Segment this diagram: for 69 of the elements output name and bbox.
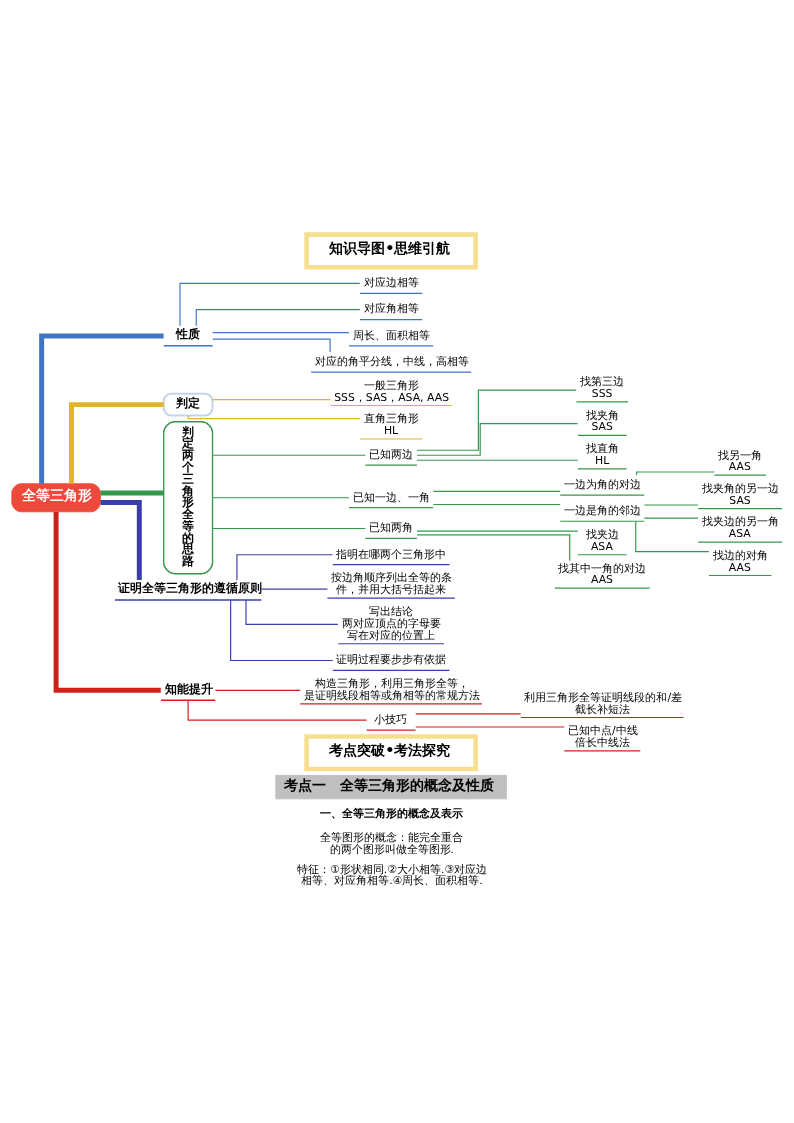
node-text: 写出结论 两对应顶点的字母要写在对应的位置上: [341, 605, 441, 642]
node-text: 按边角顺序列出全等的条件，并用大括号括起来: [330, 571, 452, 597]
node-text: 周长、面积相等: [352, 328, 430, 342]
node-text: 一边是角的邻边: [563, 504, 641, 518]
connector: [212, 399, 331, 401]
node-text: 性质: [176, 327, 201, 342]
node-text: 利用三角形全等证明线段的和/差 截长补短法: [524, 690, 683, 716]
node-text: 证明过程要步步有依据: [336, 653, 447, 667]
node-box: 判定两个三角形全等的思路: [163, 421, 214, 575]
connector: [230, 599, 334, 662]
connector: [212, 338, 331, 353]
node-text: 小技巧: [374, 713, 408, 726]
node-text: 指明在哪两个三角形中: [336, 547, 447, 561]
connector: [195, 309, 361, 327]
label: 全等图形的概念：能完全重合的两个图形叫做全等图形.: [320, 831, 464, 856]
connector: [212, 332, 350, 334]
node-box: 知识导图•思维引航: [304, 232, 478, 270]
node-text: 知能提升: [164, 681, 213, 696]
node-text: 找夹角 SAS: [585, 408, 619, 434]
node-text: 一边为角的对边: [563, 477, 641, 491]
node-box: 考点一 全等三角形的概念及性质: [275, 774, 507, 800]
connector: [245, 599, 339, 625]
node-box: 考点突破•考法探究: [304, 734, 478, 772]
connector: [416, 389, 577, 451]
connector: [212, 497, 350, 499]
connector: [214, 689, 301, 691]
connector: [643, 517, 699, 519]
connector: [432, 503, 561, 506]
node-box: 判定: [162, 392, 214, 417]
connector: [39, 333, 164, 484]
connector: [260, 588, 328, 590]
connector: [69, 402, 164, 484]
node-text: 找另一角 AAS: [718, 448, 763, 474]
connector: [187, 699, 368, 721]
node-text: 找直角 HL: [585, 442, 619, 467]
node-box: 全等三角形: [11, 483, 101, 513]
node-text: 直角三角形 HL: [363, 412, 419, 438]
node-text: 已知一边、一角: [352, 490, 430, 504]
node-text: 找夹角的另一边 SAS: [701, 481, 779, 507]
connector: [416, 423, 579, 456]
label: 特征：①形状相同.②大小相等.③对应边相等、对应角相等.④周长、面积相等.: [297, 862, 488, 888]
node-text: 一般三角形 SSS，SAS，ASA, AAS: [334, 378, 450, 404]
node-text: 找第三边 SSS: [580, 375, 625, 401]
connector: [416, 530, 579, 532]
node-text: 构造三角形，利用三角形全等，是证明线段相等或角相等的常规方法: [303, 677, 480, 703]
connector: [416, 534, 571, 562]
connector: [179, 282, 361, 327]
node-text: 找其中一角的对边 AAS: [558, 561, 647, 587]
node-text: 找夹边 ASA: [585, 528, 619, 553]
connector: [416, 459, 579, 461]
connector: [100, 490, 164, 496]
node-text: 对应角相等: [363, 302, 419, 316]
connector: [212, 454, 366, 456]
node-text: 对应的角平分线，中线，高相等: [314, 354, 469, 368]
connector: [415, 713, 522, 715]
node-text: 已知中点/中线 倍长中线法: [567, 724, 638, 750]
connector: [53, 511, 161, 693]
connector: [236, 554, 333, 581]
node-text: 已知两边: [368, 448, 413, 462]
node-text: 找夹边的另一角 ASA: [701, 515, 779, 541]
node-text: 证明全等三角形的遵循原则: [118, 581, 263, 596]
node-text: 已知两角: [368, 521, 413, 535]
connector: [635, 520, 710, 553]
connector: [100, 499, 142, 580]
node-text: 对应边相等: [363, 276, 419, 290]
connector: [212, 527, 366, 530]
connector: [636, 471, 715, 476]
node-text: 找边的对角 AAS: [712, 548, 768, 574]
connector: [432, 490, 561, 492]
